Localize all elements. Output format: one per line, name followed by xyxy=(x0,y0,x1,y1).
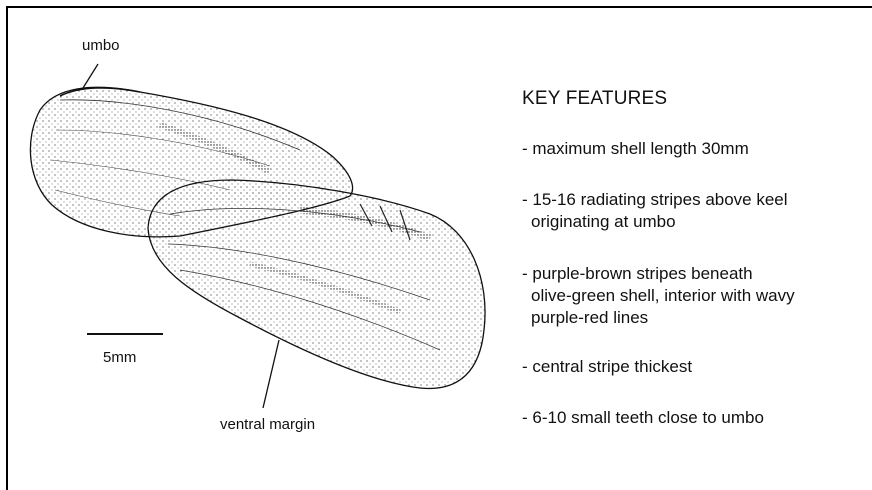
feature-text: - central stripe thickest xyxy=(522,357,692,376)
ventral-margin-label: ventral margin xyxy=(220,416,315,433)
scale-label: 5mm xyxy=(103,349,136,366)
feature-item: - maximum shell length 30mm xyxy=(522,138,862,160)
feature-text-continued: olive-green shell, interior with wavy xyxy=(522,285,862,307)
feature-text-continued: purple-red lines xyxy=(522,307,862,329)
front-shell xyxy=(148,180,485,388)
feature-item: - purple-brown stripes beneath olive-gre… xyxy=(522,263,862,329)
feature-text: - purple-brown stripes beneath xyxy=(522,264,753,283)
ventral-margin-leader-line xyxy=(263,340,279,408)
key-features-title: KEY FEATURES xyxy=(522,88,667,110)
feature-item: - 15-16 radiating stripes above keel ori… xyxy=(522,189,862,233)
umbo-leader-line xyxy=(83,64,98,88)
feature-text: - 6-10 small teeth close to umbo xyxy=(522,408,764,427)
feature-text: - 15-16 radiating stripes above keel xyxy=(522,190,788,209)
feature-text-continued: originating at umbo xyxy=(522,211,862,233)
feature-item: - central stripe thickest xyxy=(522,356,862,378)
feature-text: - maximum shell length 30mm xyxy=(522,139,749,158)
umbo-label: umbo xyxy=(82,37,120,54)
feature-item: - 6-10 small teeth close to umbo xyxy=(522,407,862,429)
